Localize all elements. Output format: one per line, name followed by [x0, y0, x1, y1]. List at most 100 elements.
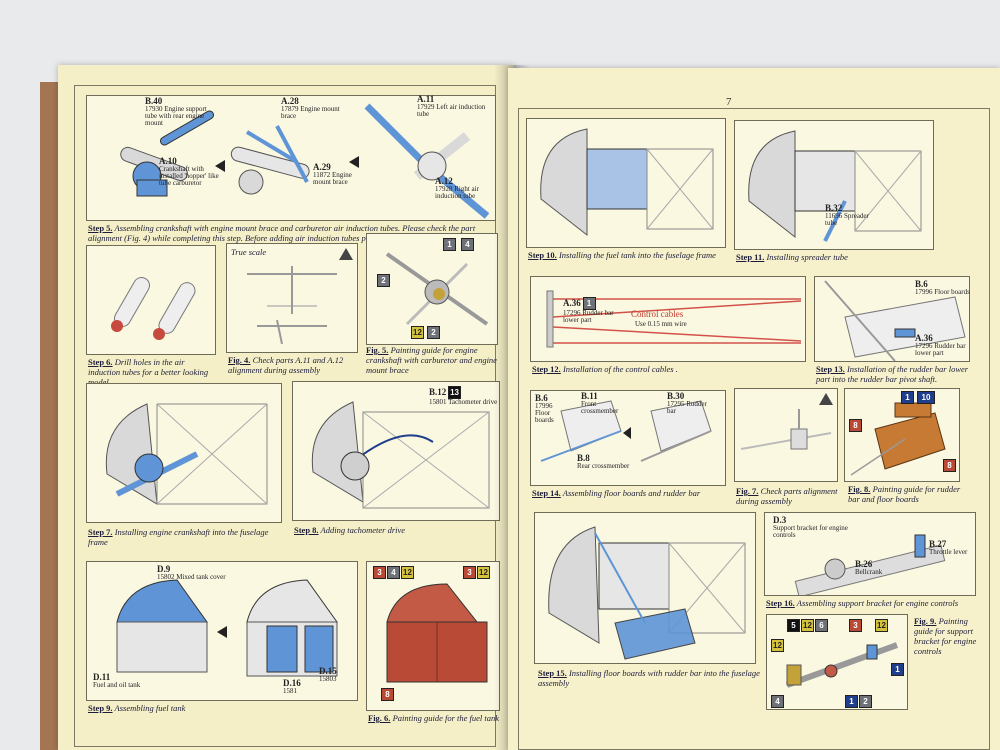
paint-chip: 6: [815, 619, 828, 632]
fuselage-tank-illustration: [540, 128, 714, 237]
paint-chip: 1: [891, 663, 904, 676]
cables-note: Use 0.15 mm wire: [635, 320, 687, 328]
fig7-illustration: [740, 409, 832, 450]
paint-chip: 12: [875, 619, 888, 632]
fuel-tank-paint-illustration: [386, 583, 488, 683]
fig6-caption: Fig. 6. Painting guide for the fuel tank: [368, 713, 500, 723]
step7-panel: [86, 383, 282, 523]
page-number: 6: [296, 65, 302, 67]
paint-chip: 8: [849, 419, 862, 432]
paint-chip: 4: [461, 238, 474, 251]
step13-caption: Step 13. Installation of the rudder bar …: [816, 364, 969, 384]
fuel-tank-illustration: [116, 579, 338, 677]
step7-caption: Step 7. Installing engine crankshaft int…: [88, 527, 269, 547]
floor-boards-illustration: [540, 400, 712, 462]
tachometer-illustration: [311, 401, 490, 509]
support-bracket-illustration: [794, 534, 946, 598]
paint-chip: 12: [411, 326, 424, 339]
fig9-illustration: [785, 642, 899, 688]
warning-icon: [339, 248, 353, 260]
fig8-panel: 1 10 8 8: [844, 388, 960, 482]
paint-chip: 12: [771, 639, 784, 652]
fig9-caption: Fig. 9. Painting guide for support brack…: [914, 616, 977, 656]
paint-chip: 4: [387, 566, 400, 579]
step5-caption: Step 5. Assembling crankshaft with engin…: [88, 223, 488, 243]
fig7-caption: Fig. 7. Check parts alignment during ass…: [736, 486, 838, 506]
paint-chip: 1: [443, 238, 456, 251]
paint-chip: 1: [901, 391, 914, 404]
step5-illustration: [120, 103, 490, 219]
step14-caption: Step 14. Assembling floor boards and rud…: [532, 488, 701, 498]
paint-chip: 4: [771, 695, 784, 708]
fig9-panel: 5 12 6 3 12 12 1 4 1 2: [766, 614, 908, 710]
paint-chip: 2: [427, 326, 440, 339]
rudder-bar-illustration: [824, 280, 966, 362]
paint-chip: 10: [917, 391, 935, 404]
paint-chip: 1: [845, 695, 858, 708]
step8-caption: Step 8. Adding tachometer drive: [294, 525, 406, 535]
fig5-caption: Fig. 5. Painting guide for engine cranks…: [366, 345, 497, 375]
step9-caption: Step 9. Assembling fuel tank: [88, 703, 186, 713]
step15-panel: [534, 512, 756, 664]
left-page: 6: [58, 65, 514, 750]
fig7-panel: [734, 388, 838, 482]
fig4-caption: Fig. 4. Check parts A.11 and A.12 alignm…: [228, 355, 344, 375]
paint-chip: 3: [373, 566, 386, 579]
step15-illustration: [548, 526, 746, 660]
fig4-panel: True scale: [226, 243, 358, 353]
paint-chip: 12: [801, 619, 814, 632]
spreader-tube-illustration: [748, 130, 922, 242]
control-cables-label: Control cables: [631, 309, 684, 319]
fig5-panel: 2 1 4 12 2: [366, 233, 498, 345]
air-induction-tubes-icon: [111, 277, 196, 340]
step12-caption: Step 12. Installation of the control cab…: [532, 364, 678, 374]
fig5-illustration: [385, 252, 489, 326]
paint-chip: 12: [401, 566, 414, 579]
warning-icon: [819, 393, 833, 405]
fuselage-frame-illustration: [105, 403, 268, 505]
paint-chip: 3: [463, 566, 476, 579]
page-number: 7: [726, 96, 732, 108]
step16-caption: Step 16. Assembling support bracket for …: [766, 598, 959, 608]
true-scale-note: True scale: [231, 247, 267, 257]
paint-chip: 12: [477, 566, 490, 579]
step10-panel: [526, 118, 726, 248]
paint-chip: 2: [377, 274, 390, 287]
step15-caption: Step 15. Installing floor boards with ru…: [538, 668, 760, 688]
fig8-illustration: [850, 402, 946, 476]
step10-caption: Step 10. Installing the fuel tank into t…: [528, 250, 716, 260]
paint-chip: 8: [943, 459, 956, 472]
step11-caption: Step 11. Installing spreader tube: [736, 252, 848, 262]
step6-panel: [86, 245, 216, 355]
fig6-panel: 3 4 12 3 12 8: [366, 561, 500, 711]
